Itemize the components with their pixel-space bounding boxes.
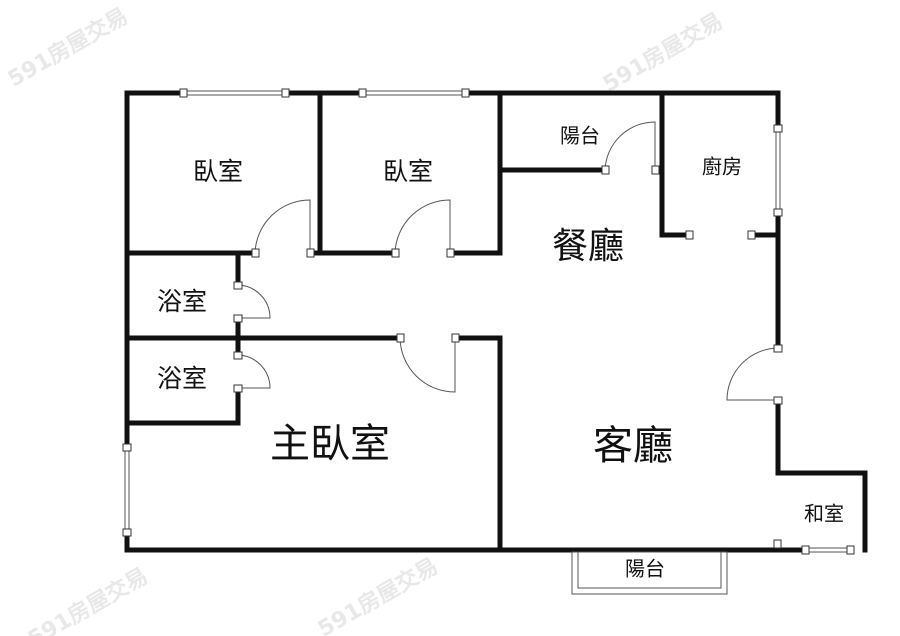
room-label-bedroom-2: 臥室 bbox=[382, 157, 434, 186]
room-label-bath-2: 浴室 bbox=[156, 364, 208, 393]
room-label-kitchen: 廚房 bbox=[702, 154, 742, 179]
room-label-tatami: 和室 bbox=[804, 501, 844, 526]
room-label-balcony-top: 陽台 bbox=[560, 123, 600, 148]
room-label-bedroom-1: 臥室 bbox=[192, 157, 244, 186]
room-label-dining: 餐廳 bbox=[551, 226, 625, 267]
room-label-living: 客廳 bbox=[593, 423, 673, 469]
room-label-bath-1: 浴室 bbox=[156, 287, 208, 316]
room-label-master-bedroom: 主臥室 bbox=[270, 421, 390, 467]
room-label-balcony-bottom: 陽台 bbox=[625, 556, 665, 581]
